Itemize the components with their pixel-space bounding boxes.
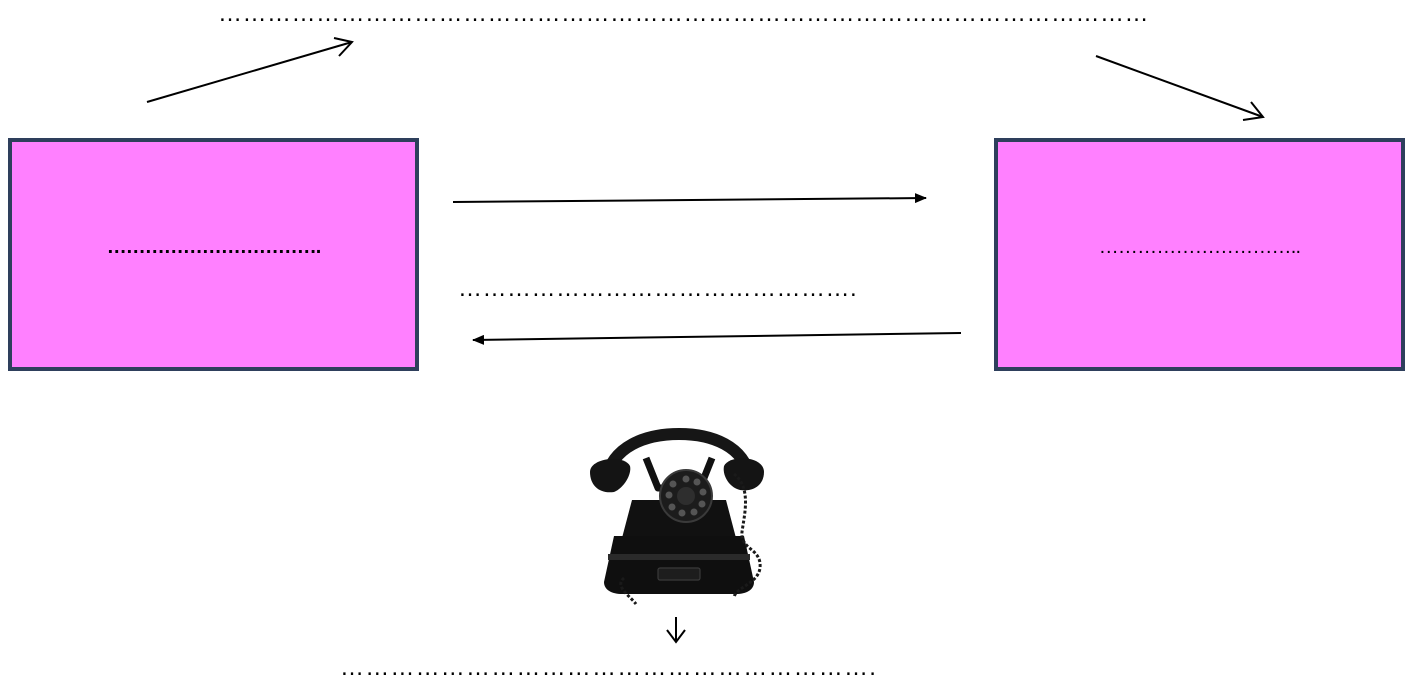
arrow-down-right-icon (1095, 55, 1265, 121)
arrow-right-icon (452, 193, 927, 204)
left-box-blank: ……………………………. (106, 235, 322, 258)
top-blank-line: …………………………………………………………………………………………………… (218, 2, 1149, 26)
bottom-blank-line: ………………………………………………………. (340, 656, 878, 680)
right-box-blank: ………………………….. (1098, 235, 1301, 258)
arrow-left-icon (472, 332, 962, 345)
left-box: ……………………………. (8, 138, 419, 371)
arrow-up-right-icon (146, 37, 354, 103)
middle-blank-line: …………………………………………. (458, 277, 858, 301)
rotary-telephone-icon (590, 428, 764, 605)
arrow-down-icon (666, 617, 686, 644)
right-box: ………………………….. (994, 138, 1405, 371)
